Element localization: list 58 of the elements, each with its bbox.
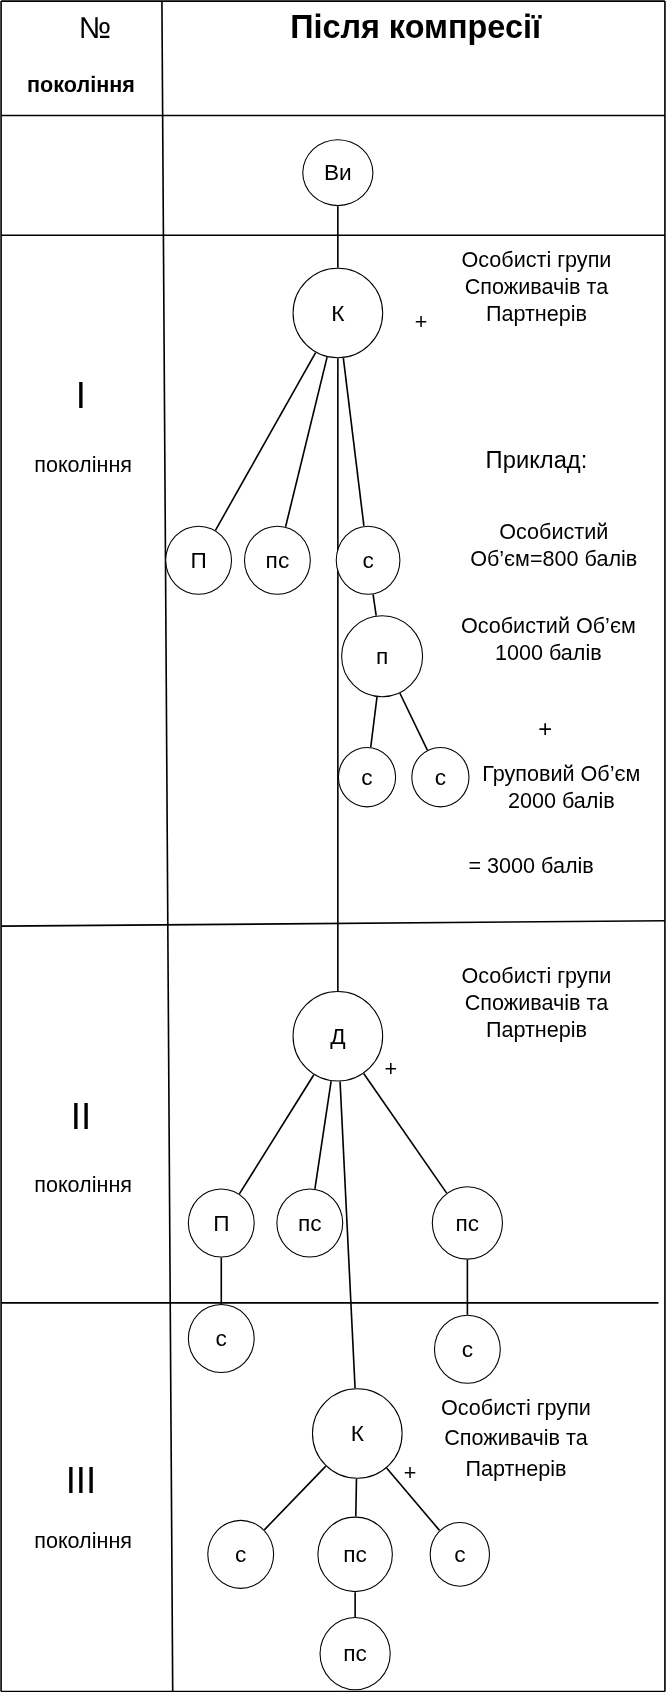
member-circle: пс bbox=[243, 525, 311, 595]
member-circle: п bbox=[341, 615, 424, 698]
connector-line bbox=[372, 593, 377, 617]
member-circle: Д bbox=[292, 990, 384, 1082]
connector-line bbox=[354, 1591, 356, 1618]
generation-label: покоління bbox=[33, 1171, 134, 1198]
member-circle: с bbox=[335, 525, 401, 595]
connector-line bbox=[220, 1256, 223, 1305]
member-circle: с bbox=[411, 746, 470, 808]
annotation-text: Особисті групи Споживачів та Партнерів bbox=[460, 962, 613, 1044]
connector-line bbox=[369, 696, 378, 748]
connector-line bbox=[238, 1073, 315, 1195]
annotation-text: Особистий Об’єм 1000 балів bbox=[459, 612, 637, 666]
connector-line bbox=[362, 1072, 448, 1194]
member-circle: П bbox=[165, 525, 233, 595]
generation-label: покоління bbox=[33, 1527, 134, 1555]
member-circle: пс bbox=[319, 1616, 391, 1691]
generation-numeral: II bbox=[69, 1094, 93, 1139]
connector-line bbox=[466, 1258, 469, 1316]
member-circle: пс bbox=[276, 1188, 344, 1258]
annotation-text: Особисті групи Споживачів та Партнерів bbox=[460, 246, 613, 328]
annotation-text: = 3000 балів bbox=[467, 852, 595, 880]
member-circle: К bbox=[292, 267, 384, 359]
member-circle: П bbox=[187, 1188, 255, 1258]
annotation-text: + bbox=[383, 1055, 399, 1083]
example-heading: Приклад: bbox=[484, 445, 589, 476]
connector-line bbox=[337, 205, 339, 269]
member-circle: с bbox=[429, 1522, 491, 1587]
plus-sign: + bbox=[537, 714, 554, 745]
member-circle: К bbox=[311, 1388, 403, 1479]
generation-label: покоління bbox=[33, 451, 134, 478]
connector-line bbox=[314, 1080, 332, 1190]
annotation-text: Груповий Об’єм 2000 балів bbox=[481, 761, 642, 815]
generation-numeral: III bbox=[64, 1458, 98, 1503]
connector-line bbox=[399, 692, 429, 751]
connector-line bbox=[355, 1478, 358, 1518]
header-text: покоління bbox=[26, 71, 136, 99]
header-text: Після компресії bbox=[289, 7, 543, 47]
member-circle: с bbox=[337, 746, 397, 808]
generation-numeral: I bbox=[74, 373, 88, 418]
member-circle: с bbox=[207, 1519, 275, 1589]
member-circle: с bbox=[433, 1314, 501, 1384]
connector-line bbox=[263, 1465, 327, 1531]
connector-line bbox=[342, 357, 365, 527]
connector-line bbox=[214, 351, 317, 532]
member-circle: Ви bbox=[302, 139, 374, 207]
member-circle: пс bbox=[431, 1186, 503, 1260]
annotation-text: Особистий Об’єм=800 балів bbox=[469, 518, 639, 572]
annotation-text: + bbox=[402, 1459, 418, 1487]
connector-line bbox=[284, 356, 328, 528]
annotation-text: Особисті групи Споживачів та Партнерів bbox=[440, 1394, 592, 1483]
connector-line bbox=[339, 1080, 356, 1389]
member-circle: с bbox=[187, 1303, 255, 1373]
connector-line bbox=[385, 1467, 441, 1532]
header-text: № bbox=[77, 9, 113, 47]
connector-line bbox=[337, 357, 339, 992]
annotation-text: + bbox=[413, 308, 429, 336]
member-circle: пс bbox=[317, 1516, 393, 1593]
